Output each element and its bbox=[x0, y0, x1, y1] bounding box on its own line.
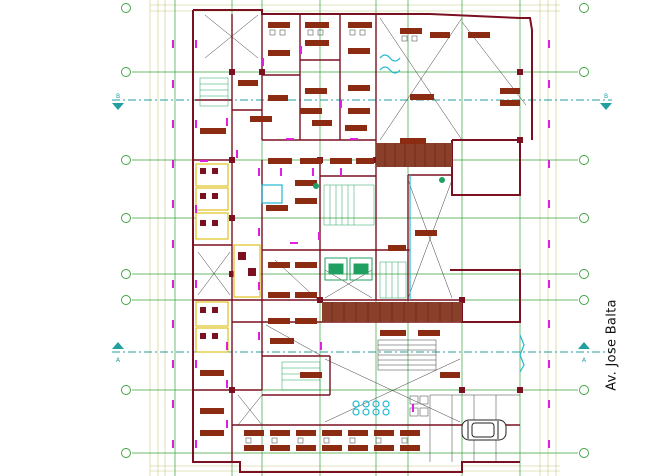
ramp-bands bbox=[322, 143, 462, 322]
elevators bbox=[324, 257, 373, 281]
staircases bbox=[199, 77, 437, 391]
grid-bubbles-left bbox=[121, 3, 131, 458]
section-marker-a-left: A bbox=[116, 357, 121, 364]
section-marker-b-right: B bbox=[604, 93, 608, 100]
plant-symbols bbox=[313, 177, 445, 189]
street-name-label: Av. Jose Balta bbox=[604, 299, 620, 391]
sanitary-fixtures bbox=[200, 168, 256, 339]
cyan-accents bbox=[261, 54, 525, 373]
office-furniture bbox=[200, 22, 520, 451]
void-diagonals bbox=[197, 14, 527, 426]
door-marks bbox=[172, 40, 550, 448]
grid-bubbles-right bbox=[579, 3, 589, 458]
section-arrows bbox=[112, 103, 612, 349]
section-marker-b-left: B bbox=[116, 93, 120, 100]
section-marker-a-right: A bbox=[582, 357, 587, 364]
outer-walls bbox=[192, 9, 533, 473]
service-block-left bbox=[195, 163, 261, 353]
car-icon bbox=[461, 419, 507, 441]
section-marker-labels: B B A A bbox=[116, 93, 608, 364]
office-chairs bbox=[245, 29, 429, 444]
lobby-seats bbox=[352, 400, 390, 416]
